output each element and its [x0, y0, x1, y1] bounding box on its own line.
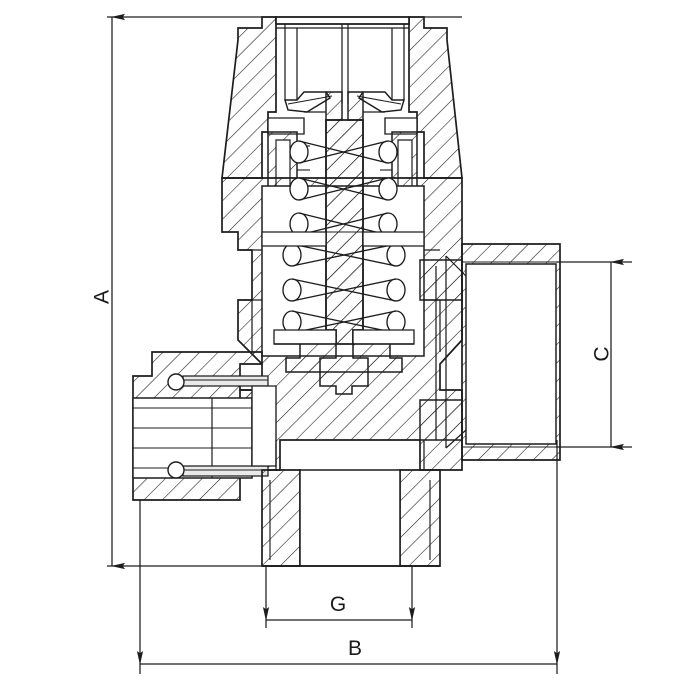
spring-seat-upper: [261, 231, 425, 247]
dimension-label-B: B: [348, 637, 362, 660]
dimension-C: [556, 258, 632, 451]
valve-seat-assembly: [274, 343, 414, 395]
right-outlet-port: [419, 243, 561, 461]
dimension-label-A: A: [91, 290, 114, 304]
dimension-label-C: C: [591, 346, 614, 361]
left-port-plug: [132, 351, 277, 501]
valve-stem-foreground: [325, 119, 364, 345]
dimension-A: [107, 13, 462, 570]
dimension-B: [136, 440, 561, 674]
dimension-G: [262, 566, 416, 628]
spring-seat-lower: [273, 329, 415, 345]
body-outline-accents: [238, 249, 441, 470]
bottom-inlet-port: [261, 469, 441, 567]
top-bonnet-cap: [221, 16, 463, 179]
dimension-label-G: G: [330, 593, 346, 616]
